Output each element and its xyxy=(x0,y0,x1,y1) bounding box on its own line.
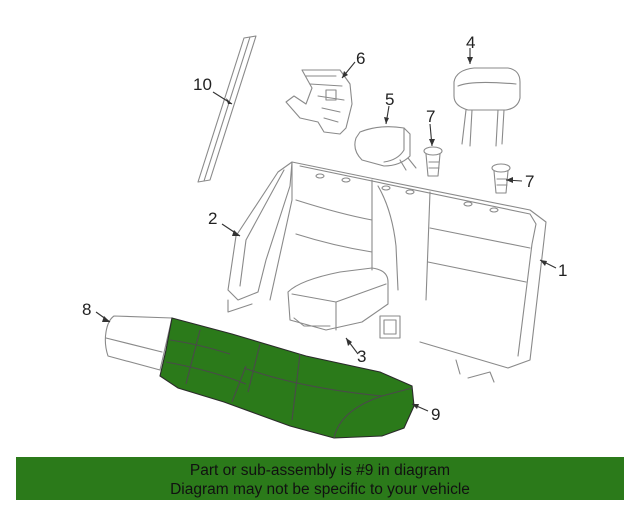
part-4-headrest xyxy=(453,67,521,147)
callout-2: 2 xyxy=(208,209,217,228)
callout-7-right: 7 xyxy=(525,172,534,191)
parts-diagram: 10 6 5 4 7 7 2 1 3 8 9 xyxy=(82,33,567,439)
part-notice-banner: Part or sub-assembly is #9 in diagram Di… xyxy=(16,457,624,500)
callout-3: 3 xyxy=(357,347,366,366)
part-9-seat-cushion-cover xyxy=(159,317,415,439)
part-1-seat-back xyxy=(269,161,547,383)
part-8-cushion-frame xyxy=(104,315,173,371)
callout-6: 6 xyxy=(356,49,365,68)
part-5-armrest-cap xyxy=(354,126,417,171)
notice-line-2: Diagram may not be specific to your vehi… xyxy=(170,481,470,498)
part-7-guide-sleeve-left xyxy=(423,146,443,177)
part-6-latch-bracket xyxy=(285,69,353,135)
part-3-center-armrest xyxy=(287,267,401,339)
callout-1: 1 xyxy=(558,261,567,280)
callout-8: 8 xyxy=(82,300,91,319)
cushion-cover-shape xyxy=(159,317,415,439)
callout-4: 4 xyxy=(466,33,475,52)
callout-7-top: 7 xyxy=(426,107,435,126)
callout-10: 10 xyxy=(193,75,212,94)
notice-line-1: Part or sub-assembly is #9 in diagram xyxy=(189,462,451,479)
part-2-seat-back-frame xyxy=(227,161,293,313)
part-10-trim-strip xyxy=(197,35,257,183)
callout-9: 9 xyxy=(431,405,440,424)
part-7-guide-sleeve-right xyxy=(491,163,511,194)
leader-lines xyxy=(95,48,557,412)
callout-5: 5 xyxy=(385,90,394,109)
